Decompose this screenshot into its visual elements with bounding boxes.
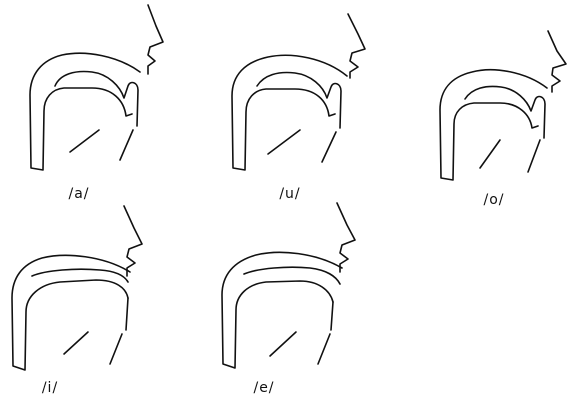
vocal-tract-a [30, 5, 163, 170]
vowel-label-u: /u/ [279, 186, 300, 202]
pharynx-line-e [270, 332, 296, 356]
throat-line-i [110, 334, 122, 364]
pharynx-line-i [64, 332, 88, 354]
face-profile-o [548, 31, 566, 92]
vocal-tract-o [440, 31, 566, 180]
vowel-label-a: /a/ [68, 186, 89, 202]
vowel-label-o: /o/ [484, 192, 505, 208]
face-profile-u [348, 14, 365, 78]
pharynx-line-o [480, 140, 500, 168]
tongue-outline-i [32, 269, 128, 282]
tongue-outline-o [465, 86, 545, 138]
throat-line-e [318, 334, 330, 364]
tongue-outline-a [55, 72, 138, 126]
tongue-outline-u [257, 73, 341, 128]
face-profile-a [148, 5, 163, 74]
throat-line-a [120, 130, 133, 160]
vowel-label-i: /i/ [42, 380, 58, 396]
tongue-back-e [331, 302, 333, 330]
vocal-tract-e [222, 203, 355, 368]
face-profile-i [124, 206, 142, 276]
vocal-tract-i [12, 206, 142, 370]
pharynx-line-u [268, 130, 300, 154]
pharynx-line-a [70, 130, 99, 152]
vowel-label-e: /e/ [253, 380, 274, 396]
face-profile-e [337, 203, 355, 272]
throat-line-u [322, 132, 336, 162]
vocal-tract-u [232, 14, 365, 170]
throat-line-o [528, 140, 540, 172]
tongue-back-i [126, 298, 128, 330]
